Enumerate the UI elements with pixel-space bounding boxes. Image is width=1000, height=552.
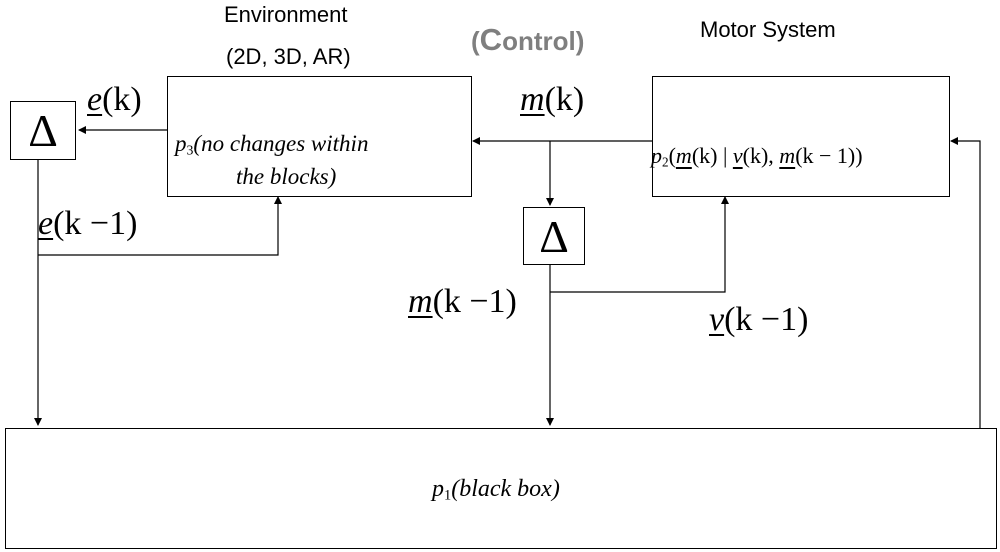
environment-subtitle: (2D, 3D, AR) <box>226 44 351 69</box>
black-box-block <box>5 428 997 549</box>
environment-block <box>167 76 472 197</box>
wire-v-prev-to-motor <box>550 196 729 293</box>
signal-e-k: e(k) <box>87 81 142 118</box>
environment-block-text-line1: p3(no changes within <box>175 131 369 158</box>
signal-m-k-minus-1: m(k −1) <box>408 283 517 320</box>
control-title-rest: ontrol <box>502 26 576 56</box>
motor-system-title: Motor System <box>700 17 836 42</box>
motor-system-block <box>652 76 950 197</box>
environment-block-text-line2: the blocks) <box>236 164 337 189</box>
control-title-paren-close: ) <box>575 26 585 56</box>
signal-e-k-minus-1: e(k −1) <box>38 205 138 242</box>
signal-m-k: m(k) <box>520 81 585 118</box>
wire-blackbox-to-motor <box>950 137 981 428</box>
signal-v-k-minus-1: v(k −1) <box>709 301 809 338</box>
delta-block-left: Δ <box>10 101 76 160</box>
environment-title: Environment <box>224 2 348 27</box>
wire-e-prev-to-env <box>38 196 282 256</box>
delta-block-center: Δ <box>523 207 585 265</box>
motor-system-formula: p2(m(k) | v(k), m(k − 1)) <box>651 143 863 170</box>
black-box-text: p1(black box) <box>432 476 560 504</box>
control-title: (Control) <box>471 22 584 58</box>
control-title-initial: C <box>479 22 503 57</box>
control-title-paren-open: ( <box>471 26 480 56</box>
